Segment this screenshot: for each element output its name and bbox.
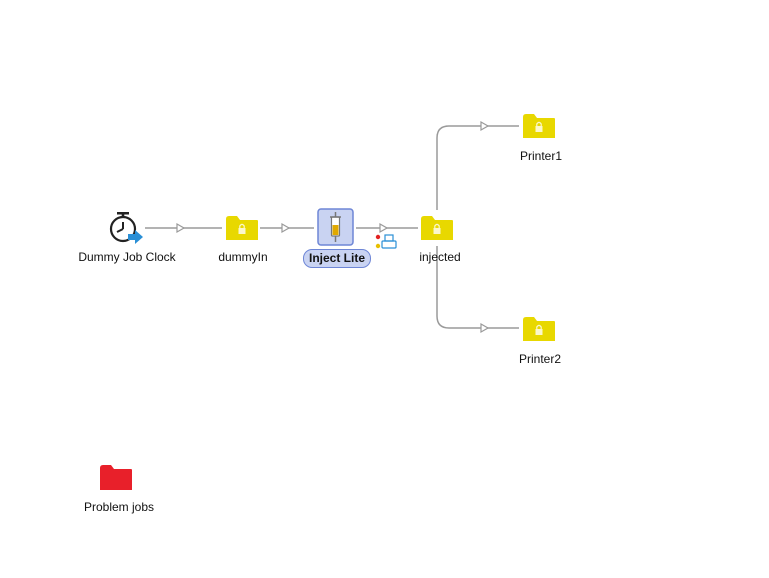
lock-icon: [535, 329, 543, 335]
node-label-printer2[interactable]: Printer2: [518, 352, 562, 366]
arrowheads: [176, 120, 490, 334]
lock-icon: [535, 126, 543, 132]
lock-icon: [433, 228, 441, 234]
printer2-folder-icon[interactable]: [523, 317, 555, 341]
arrowhead-2: [281, 222, 291, 234]
arrowhead-5: [480, 322, 490, 334]
stopwatch-icon[interactable]: [109, 212, 143, 244]
dummyin-folder-icon[interactable]: [226, 216, 258, 240]
node-label-injected[interactable]: injected: [419, 250, 461, 264]
node-label-dummyin[interactable]: dummyIn: [218, 250, 268, 264]
node-label-inject-lite[interactable]: Inject Lite: [302, 249, 372, 268]
arrowhead-4: [480, 120, 490, 132]
node-label-problem-jobs[interactable]: Problem jobs: [83, 500, 155, 514]
status-indicator-icon: [375, 234, 381, 249]
connections: [145, 125, 519, 329]
node-label-dummy-job-clock[interactable]: Dummy Job Clock: [78, 250, 176, 264]
printer-queue-icon: [381, 234, 397, 249]
syringe-icon[interactable]: [317, 208, 354, 246]
printer1-folder-icon[interactable]: [523, 114, 555, 138]
node-label-printer1[interactable]: Printer1: [519, 149, 563, 163]
lock-icon: [238, 228, 246, 234]
arrowhead-1: [176, 222, 186, 234]
problem-folder-icon[interactable]: [100, 465, 132, 490]
connection-injected-to-printer1[interactable]: [436, 125, 519, 210]
connection-injected-to-printer2[interactable]: [436, 246, 519, 329]
injected-folder-icon[interactable]: [421, 216, 453, 240]
arrowhead-3: [379, 222, 389, 234]
